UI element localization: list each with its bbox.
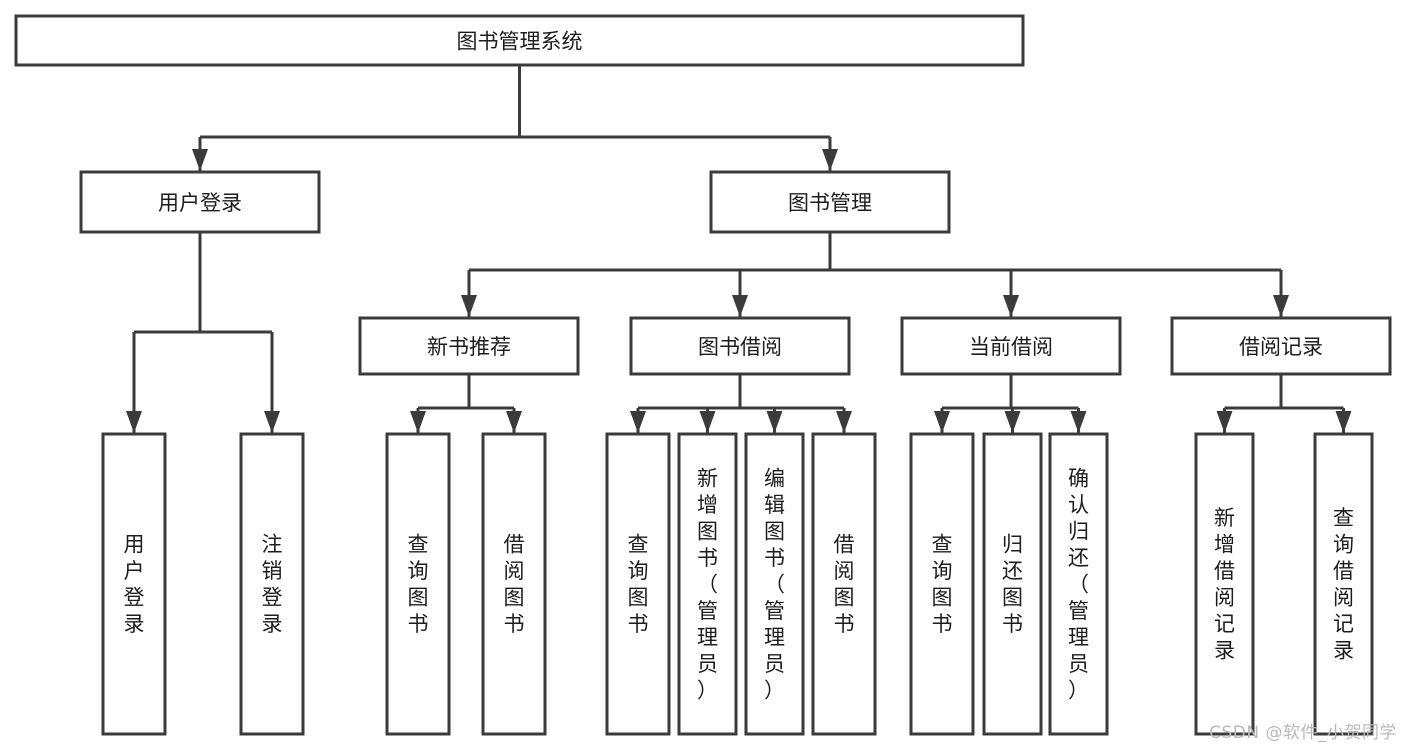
node-box-recommend-borrow-book [481,432,547,736]
node-box-root [14,14,1025,67]
node-label-root: 图书管理系统 [457,30,583,54]
node-borrow-records[interactable]: 借阅记录 [1170,316,1392,376]
node-label-borrow-records: 借阅记录 [1239,335,1323,359]
node-label-current-borrow: 当前借阅 [969,335,1053,359]
node-current-return-book[interactable]: 归还图书 [982,432,1043,736]
node-box-book-borrow [629,316,851,376]
node-box-user-logout-action [239,432,305,736]
node-box-new-book-recommend [358,316,580,376]
node-current-query-book[interactable]: 查询图书 [909,432,975,736]
node-box-records-add-record [1194,432,1255,736]
node-label-book-borrow: 图书借阅 [698,335,782,359]
node-label-current-query-book: 查询图书 [932,533,953,637]
node-label-user-logout-action: 注销登录 [262,533,283,637]
node-box-borrow-records [1170,316,1392,376]
node-label-current-confirm-return-admin: 确认归还（管理员） [1068,466,1089,702]
node-recommend-query-book[interactable]: 查询图书 [385,432,451,736]
node-label-records-query-record: 查询借阅记录 [1333,506,1354,663]
node-root[interactable]: 图书管理系统 [14,14,1025,67]
node-borrow-query-book[interactable]: 查询图书 [605,432,671,736]
node-box-borrow-edit-book-admin [744,432,805,736]
node-user-login-action[interactable]: 用户登录 [101,432,167,736]
node-label-borrow-add-book-admin: 新增图书（管理员） [697,466,718,702]
node-records-add-record[interactable]: 新增借阅记录 [1194,432,1255,736]
node-borrow-edit-book-admin[interactable]: 编辑图书（管理员） [744,432,805,736]
node-records-query-record[interactable]: 查询借阅记录 [1313,432,1374,736]
node-current-confirm-return-admin[interactable]: 确认归还（管理员） [1048,432,1109,736]
node-label-borrow-borrow-book: 借阅图书 [834,533,855,637]
node-box-current-confirm-return-admin [1048,432,1109,736]
node-current-borrow[interactable]: 当前借阅 [900,316,1122,376]
node-label-recommend-borrow-book: 借阅图书 [504,533,525,637]
node-label-book-management: 图书管理 [788,191,872,215]
node-box-current-borrow [900,316,1122,376]
node-user-logout-action[interactable]: 注销登录 [239,432,305,736]
node-label-user-login-action: 用户登录 [124,533,145,637]
node-box-recommend-query-book [385,432,451,736]
node-borrow-borrow-book[interactable]: 借阅图书 [811,432,877,736]
node-box-user-login-action [101,432,167,736]
node-borrow-add-book-admin[interactable]: 新增图书（管理员） [677,432,738,736]
node-box-user-login [79,170,321,234]
node-new-book-recommend[interactable]: 新书推荐 [358,316,580,376]
node-box-current-return-book [982,432,1043,736]
node-box-records-query-record [1313,432,1374,736]
node-label-current-return-book: 归还图书 [1002,533,1023,637]
node-box-borrow-query-book [605,432,671,736]
node-box-current-query-book [909,432,975,736]
connector-edges [126,65,1352,433]
node-label-recommend-query-book: 查询图书 [408,533,429,637]
node-user-login[interactable]: 用户登录 [79,170,321,234]
node-label-records-add-record: 新增借阅记录 [1214,506,1235,663]
node-recommend-borrow-book[interactable]: 借阅图书 [481,432,547,736]
node-book-borrow[interactable]: 图书借阅 [629,316,851,376]
node-label-borrow-query-book: 查询图书 [628,533,649,637]
node-box-borrow-add-book-admin [677,432,738,736]
node-label-borrow-edit-book-admin: 编辑图书（管理员） [764,466,785,702]
node-box-book-management [709,170,951,234]
node-label-user-login: 用户登录 [158,191,242,215]
node-book-management[interactable]: 图书管理 [709,170,951,234]
node-boxes: 图书管理系统用户登录用户登录注销登录图书管理新书推荐查询图书借阅图书图书借阅查询… [14,14,1392,736]
node-label-new-book-recommend: 新书推荐 [427,335,511,359]
node-box-borrow-borrow-book [811,432,877,736]
watermark-text: CSDN @软件_小贺同学 [1209,723,1397,743]
